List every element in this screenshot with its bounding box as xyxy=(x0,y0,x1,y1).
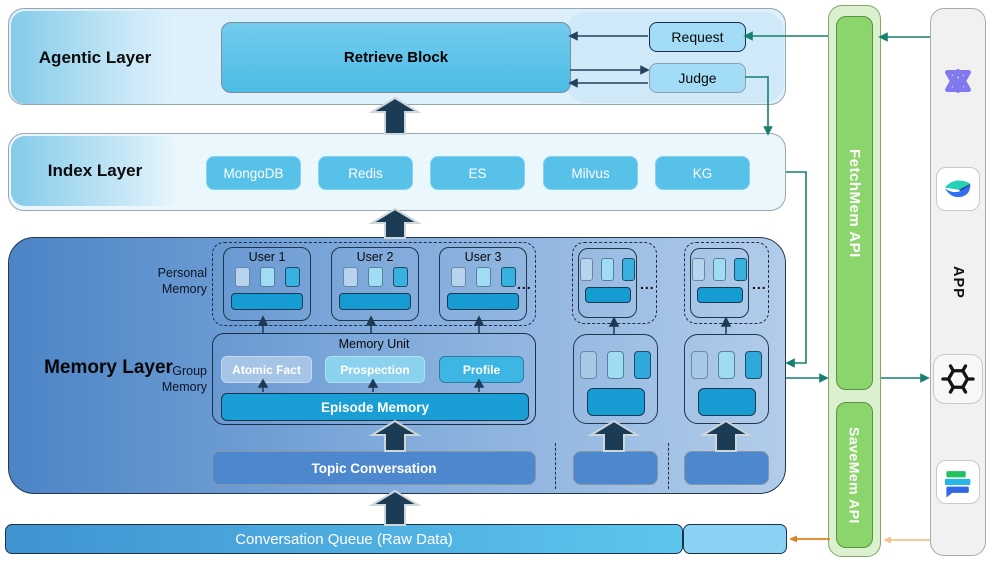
openai-icon xyxy=(933,354,983,404)
profile-box: Profile xyxy=(439,356,524,383)
savemem-api-bar: SaveMem API xyxy=(836,402,873,548)
memory-cell-icon xyxy=(622,258,635,281)
memory-layer: Memory Layer Personal Memory Group Memor… xyxy=(8,237,786,494)
group-memory-card xyxy=(690,248,749,318)
lark-icon xyxy=(936,167,980,211)
index-store-redis: Redis xyxy=(318,156,413,190)
memory-cell-icon xyxy=(734,258,747,281)
user-memory-card: User 1 xyxy=(223,247,311,321)
memory-cell-icon xyxy=(580,351,597,379)
user-name: User 1 xyxy=(248,250,286,264)
memory-cell-icon xyxy=(500,267,516,287)
dashed-separator xyxy=(668,443,669,489)
ellipsis: ... xyxy=(752,276,767,292)
judge-box: Judge xyxy=(649,63,746,93)
personal-memory-label: Personal Memory xyxy=(157,266,207,296)
memory-cells xyxy=(691,351,762,379)
index-store-kg: KG xyxy=(655,156,750,190)
memory-cell-icon xyxy=(392,267,408,287)
qwen-icon xyxy=(935,58,981,109)
memory-cell-icon xyxy=(601,258,614,281)
memory-cell-icon xyxy=(692,258,705,281)
memory-bar-icon xyxy=(697,388,756,416)
memory-cells xyxy=(580,351,651,379)
memory-cell-icon xyxy=(284,267,300,287)
memory-cell-icon xyxy=(342,267,358,287)
topic-conversation-bar: Topic Conversation xyxy=(212,451,536,485)
group-memory-unit xyxy=(573,334,658,424)
index-layer: Index Layer MongoDB Redis ES Milvus KG xyxy=(8,133,786,211)
request-box: Request xyxy=(649,22,746,52)
memory-cell-icon xyxy=(234,267,250,287)
memory-cells xyxy=(692,258,747,281)
group-conversation-box xyxy=(573,451,658,485)
memory-layer-label: Memory Layer xyxy=(44,357,173,379)
episode-memory-bar: Episode Memory xyxy=(221,393,529,421)
memory-cell-icon xyxy=(259,267,275,287)
memory-bar-icon xyxy=(586,388,645,416)
memory-cell-icon xyxy=(745,351,762,379)
user-name: User 3 xyxy=(464,250,502,264)
index-store-milvus: Milvus xyxy=(543,156,638,190)
memory-cell-icon xyxy=(691,351,708,379)
memory-cells xyxy=(342,267,408,287)
conversation-queue-tail xyxy=(683,524,787,554)
retrieve-block: Retrieve Block xyxy=(221,22,571,93)
docs-icon xyxy=(936,460,980,504)
memory-cells xyxy=(234,267,300,287)
memory-bar-icon xyxy=(339,293,411,310)
memory-bar-icon xyxy=(584,287,631,303)
memory-cell-icon xyxy=(475,267,491,287)
memory-cell-icon xyxy=(450,267,466,287)
memory-cell-icon xyxy=(580,258,593,281)
agentic-layer-label: Agentic Layer xyxy=(11,11,179,104)
memory-unit-group: Memory Unit Atomic Fact Prospection Prof… xyxy=(212,333,536,425)
memory-unit-label: Memory Unit xyxy=(338,337,410,351)
index-layer-label: Index Layer xyxy=(11,136,179,206)
user-memory-card: User 3 xyxy=(439,247,527,321)
atomic-fact-box: Atomic Fact xyxy=(221,356,312,383)
memory-cells xyxy=(450,267,516,287)
group-conversation-box xyxy=(684,451,769,485)
prospection-box: Prospection xyxy=(325,356,425,383)
group-memory-card xyxy=(578,248,637,318)
app-panel-label: APP xyxy=(950,265,966,299)
group-memory-unit xyxy=(684,334,769,424)
memory-cells xyxy=(580,258,635,281)
fetchmem-api-bar: FetchMem API xyxy=(836,16,873,390)
index-store-mongodb: MongoDB xyxy=(206,156,301,190)
user-name: User 2 xyxy=(356,250,394,264)
memory-bar-icon xyxy=(231,293,303,310)
group-memory-label: Group Memory xyxy=(161,364,207,394)
memory-cell-icon xyxy=(718,351,735,379)
ellipsis: ... xyxy=(640,276,655,292)
user-memory-card: User 2 xyxy=(331,247,419,321)
memory-cell-icon xyxy=(607,351,624,379)
conversation-queue-bar: Conversation Queue (Raw Data) xyxy=(5,524,683,554)
memory-bar-icon xyxy=(696,287,743,303)
index-store-es: ES xyxy=(430,156,525,190)
ellipsis: ... xyxy=(517,276,532,292)
memory-cell-icon xyxy=(634,351,651,379)
memory-cell-icon xyxy=(367,267,383,287)
memory-bar-icon xyxy=(447,293,519,310)
dashed-separator xyxy=(555,443,556,489)
agentic-layer: Agentic Layer Retrieve Block Request Jud… xyxy=(8,8,786,105)
memory-cell-icon xyxy=(713,258,726,281)
